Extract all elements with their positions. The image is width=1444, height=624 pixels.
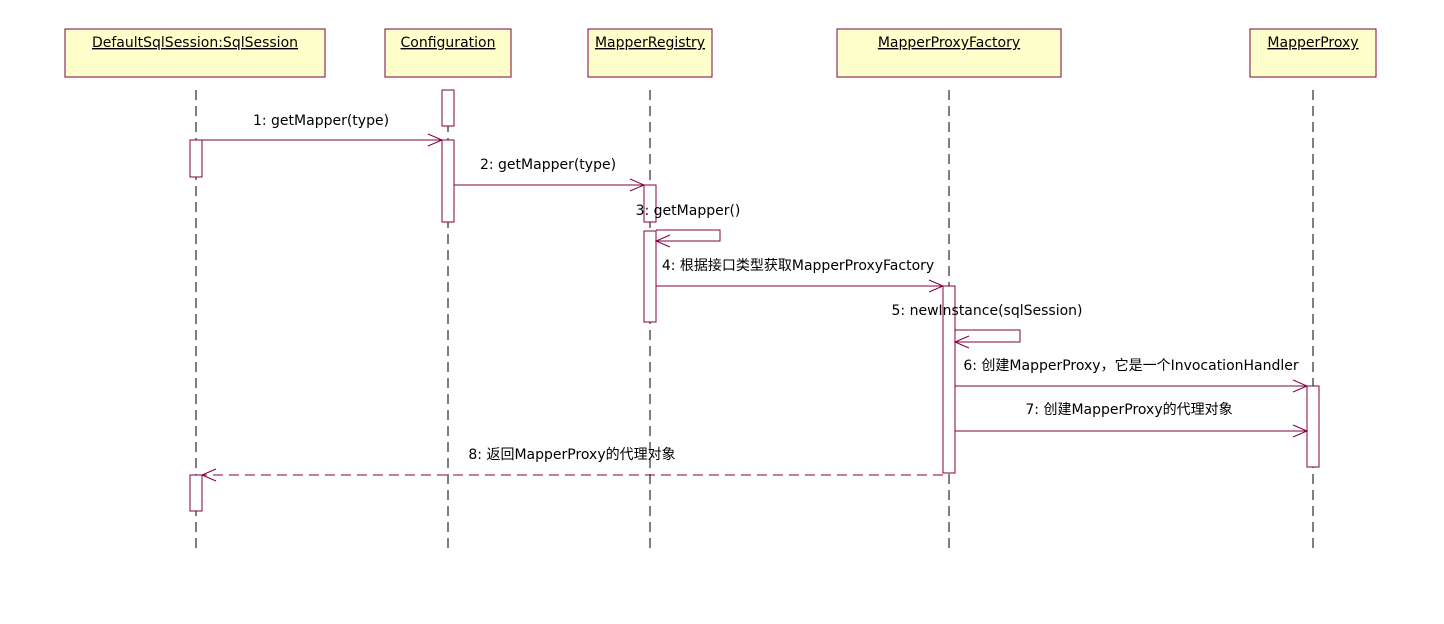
arrowhead (953, 335, 970, 349)
lifeline-label-mapperregistry: MapperRegistry (595, 35, 705, 51)
message-arrow[interactable] (955, 329, 1021, 343)
message-label: 2: getMapper(type) (480, 157, 616, 173)
lifeline-label-defaultsqlsession: DefaultSqlSession:SqlSession (92, 35, 298, 51)
activation-bar[interactable] (643, 184, 657, 223)
message-label: 4: 根据接口类型获取MapperProxyFactory (662, 257, 934, 274)
message-label: 5: newInstance(sqlSession) (892, 303, 1083, 319)
message-2[interactable]: 2: getMapper(type) (454, 157, 646, 192)
activation-bar[interactable] (441, 89, 455, 127)
message-label: 7: 创建MapperProxy的代理对象 (1025, 402, 1232, 418)
message-8[interactable]: 8: 返回MapperProxy的代理对象 (200, 447, 943, 482)
lifeline-header-mapperproxy[interactable] (1249, 28, 1377, 78)
activation-bar[interactable] (441, 139, 455, 223)
arrowhead (629, 178, 646, 192)
arrowhead (1292, 379, 1309, 393)
lifeline-mapperproxy[interactable]: MapperProxy (1249, 28, 1377, 552)
message-3[interactable]: 3: getMapper() (636, 203, 741, 248)
lifeline-label-configuration: Configuration (401, 35, 496, 51)
message-arrow[interactable] (656, 229, 721, 242)
lifeline-label-mapperproxyfactory: MapperProxyFactory (878, 35, 1020, 51)
lifeline-header-defaultsqlsession[interactable] (64, 28, 326, 78)
lifeline-header-mapperproxyfactory[interactable] (836, 28, 1062, 78)
lifeline-label-mapperproxy: MapperProxy (1267, 35, 1358, 51)
arrowhead (928, 279, 945, 293)
message-label: 8: 返回MapperProxy的代理对象 (468, 447, 675, 463)
activation-bar[interactable] (189, 474, 203, 512)
message-label: 3: getMapper() (636, 203, 741, 219)
arrowhead (200, 468, 217, 482)
activation-bar[interactable] (1306, 385, 1320, 468)
message-4[interactable]: 4: 根据接口类型获取MapperProxyFactory (656, 257, 945, 293)
message-6[interactable]: 6: 创建MapperProxy，它是一个InvocationHandler (955, 357, 1309, 393)
activation-bar[interactable] (189, 139, 203, 178)
lifeline-header-configuration[interactable] (384, 28, 512, 78)
message-label: 1: getMapper(type) (253, 113, 389, 129)
activation-bar[interactable] (942, 285, 956, 474)
arrowhead (427, 133, 444, 147)
lifeline-defaultsqlsession[interactable]: DefaultSqlSession:SqlSession (64, 28, 326, 552)
message-7[interactable]: 7: 创建MapperProxy的代理对象 (955, 402, 1309, 438)
message-5[interactable]: 5: newInstance(sqlSession) (892, 303, 1083, 349)
message-1[interactable]: 1: getMapper(type) (202, 113, 444, 147)
lifeline-header-mapperregistry[interactable] (587, 28, 713, 78)
activation-bar[interactable] (643, 230, 657, 323)
message-label: 6: 创建MapperProxy，它是一个InvocationHandler (963, 357, 1299, 374)
arrowhead (654, 234, 671, 248)
lifeline-configuration[interactable]: Configuration (384, 28, 512, 552)
arrowhead (1292, 424, 1309, 438)
